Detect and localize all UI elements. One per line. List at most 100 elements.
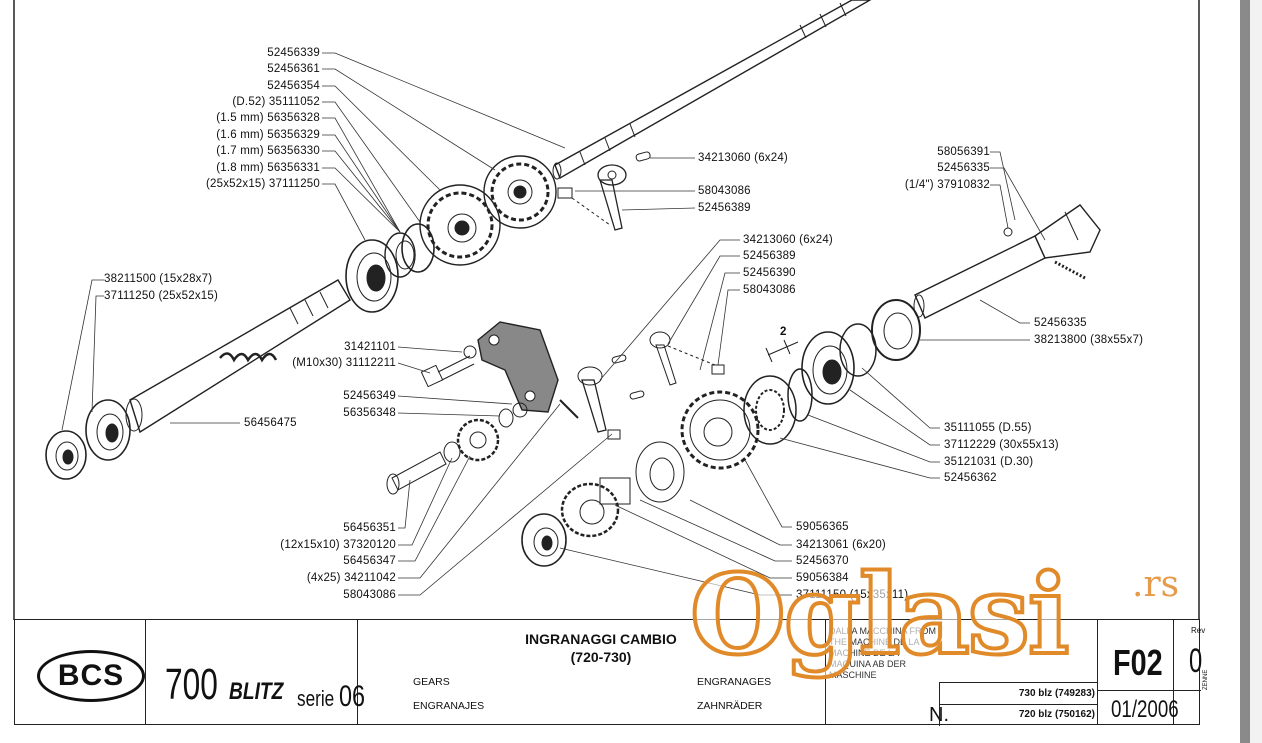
model-name: BLITZ [229, 678, 284, 705]
callout-38211500: 38211500 (15x28x7) [104, 273, 213, 285]
gear-52456362 [743, 375, 797, 445]
callout-35121031: 35121031 (D.30) [944, 456, 1034, 468]
callout-52456389-mid: 52456389 [743, 250, 796, 262]
callout-52456390: 52456390 [743, 267, 796, 279]
sheet-code: F02 [1113, 642, 1163, 683]
callout-37112229: 37112229 (30x55x13) [944, 439, 1059, 451]
callout-37910832: (1/4") 37910832 [904, 179, 990, 191]
callout-52456335-shaft: 52456335 [1034, 317, 1087, 329]
machine-note: DALLA MACCHINA FROM THE MACHINE DE LA MA… [829, 626, 937, 680]
callout-34213060-mid: 34213060 (6x24) [743, 234, 833, 246]
issue-date: 01/2006 [1111, 696, 1179, 723]
callout-34213060-top: 34213060 (6x24) [698, 152, 788, 164]
callout-52456335-top: 52456335 [937, 162, 990, 174]
callout-58043086-lower: 58043086 [343, 589, 396, 601]
watermark-text: Oglasi [688, 550, 1072, 679]
title-german: ZAHNRÄDER [697, 700, 763, 712]
callout-58043086-top: 58043086 [698, 185, 751, 197]
version-730: 730 blz (749283) [1018, 688, 1095, 699]
circlip-35111055 [839, 323, 877, 377]
callout-31421101: 31421101 [344, 341, 396, 353]
bcs-logo: BCS [37, 650, 145, 702]
callout-52456361: 52456361 [267, 63, 320, 75]
bolt-31112211 [420, 355, 475, 388]
callout-37111250-upper: (25x52x15) 37111250 [206, 178, 320, 190]
callout-34213061: 34213061 (6x20) [796, 539, 886, 551]
gear-52456361 [483, 155, 557, 229]
gear-52456354 [419, 184, 501, 266]
dimension-label: 2 [780, 326, 787, 338]
bearing-37111150 [521, 513, 567, 567]
rev-label: Rev [1191, 626, 1206, 635]
bearing-37111250-upper [345, 239, 399, 313]
callout-52456389-top: 52456389 [698, 202, 751, 214]
model-number: 700 [165, 660, 218, 709]
sheet-cell [1097, 620, 1174, 724]
logo-cell [15, 620, 146, 724]
callout-56356330: (1.7 mm) 56356330 [216, 145, 320, 157]
version-cell [825, 620, 1098, 724]
callout-56356328: (1.5 mm) 56356328 [216, 112, 320, 124]
rev-value: 0 [1189, 642, 1203, 680]
circlip-35111052 [401, 223, 435, 273]
seal-38213800 [871, 299, 921, 361]
shim-stack [384, 232, 416, 278]
callout-31112211: (M10x30) 31112211 [292, 357, 396, 369]
shift-fork-52456390 [577, 331, 725, 440]
callout-56456347: 56456347 [343, 555, 396, 567]
gear-59056365 [680, 390, 760, 470]
bearing-37112229 [801, 331, 855, 405]
callout-52456370: 52456370 [796, 555, 849, 567]
bearing-37111250-lower [85, 399, 131, 461]
pin-56456351 [386, 451, 447, 495]
callout-37111150: 37111150 (15x35x11) [796, 589, 909, 601]
version-720: 720 blz (750162) [1018, 709, 1095, 720]
gear-56456347 [443, 408, 514, 463]
shift-fork-52456389 [557, 151, 651, 231]
sheet-title: INGRANAGGI CAMBIO (720-730) [371, 630, 831, 666]
watermark-logo: Oglasi .rs [688, 550, 1210, 680]
scrollbar-track[interactable] [1240, 0, 1250, 743]
bearing-38211500 [45, 430, 87, 480]
scrollbar-gutter [1250, 0, 1262, 743]
model-serie: serie 06 [297, 680, 365, 714]
callout-59056365: 59056365 [796, 521, 849, 533]
callout-38213800: 38213800 (38x55x7) [1034, 334, 1144, 346]
callout-58056391: 58056391 [937, 146, 990, 158]
main-shaft [552, 0, 872, 180]
title-english: GEARS [413, 676, 450, 688]
title-french: ENGRANAGES [697, 676, 772, 688]
title-models: (720-730) [570, 649, 632, 665]
callout-58043086-mid: 58043086 [743, 284, 796, 296]
callout-56356348: 56356348 [343, 407, 396, 419]
callout-56456351: 56456351 [343, 522, 396, 534]
callout-56356331: (1.8 mm) 56356331 [216, 162, 320, 174]
callout-56456475: 56456475 [244, 417, 297, 429]
title-spanish: ENGRANAJES [413, 700, 485, 712]
callout-59056384: 59056384 [796, 572, 849, 584]
callout-37111250-lower: 37111250 (25x52x15) [104, 290, 218, 302]
callout-52456339: 52456339 [267, 47, 320, 59]
callout-52456349: 52456349 [343, 390, 396, 402]
number-label: N. [929, 704, 949, 726]
bracket-52456349 [463, 321, 559, 418]
gear-59056384 [560, 477, 631, 538]
title-cell [357, 620, 826, 724]
callout-34211042: (4x25) 34211042 [306, 572, 396, 584]
circlip-35121031 [787, 368, 813, 422]
callout-37320120: (12x15x10) 37320120 [280, 539, 396, 551]
callout-52456354: 52456354 [267, 80, 320, 92]
callout-56356329: (1.6 mm) 56356329 [216, 129, 320, 141]
serie-word: serie [297, 686, 335, 711]
title-italian: INGRANAGGI CAMBIO [525, 631, 677, 647]
output-shaft-52456335 [913, 204, 1101, 319]
worm-shaft-56456475 [125, 279, 351, 434]
callout-35111052: (D.52) 35111052 [232, 96, 320, 108]
gear-52456370 [635, 441, 685, 503]
callout-35111055: 35111055 (D.55) [944, 422, 1032, 434]
title-block: BCS 700 BLITZ serie 06 INGRANAGGI CAMBIO… [14, 619, 1205, 726]
leader-lines [61, 52, 1046, 596]
model-cell [145, 620, 358, 724]
callout-52456362: 52456362 [944, 472, 997, 484]
